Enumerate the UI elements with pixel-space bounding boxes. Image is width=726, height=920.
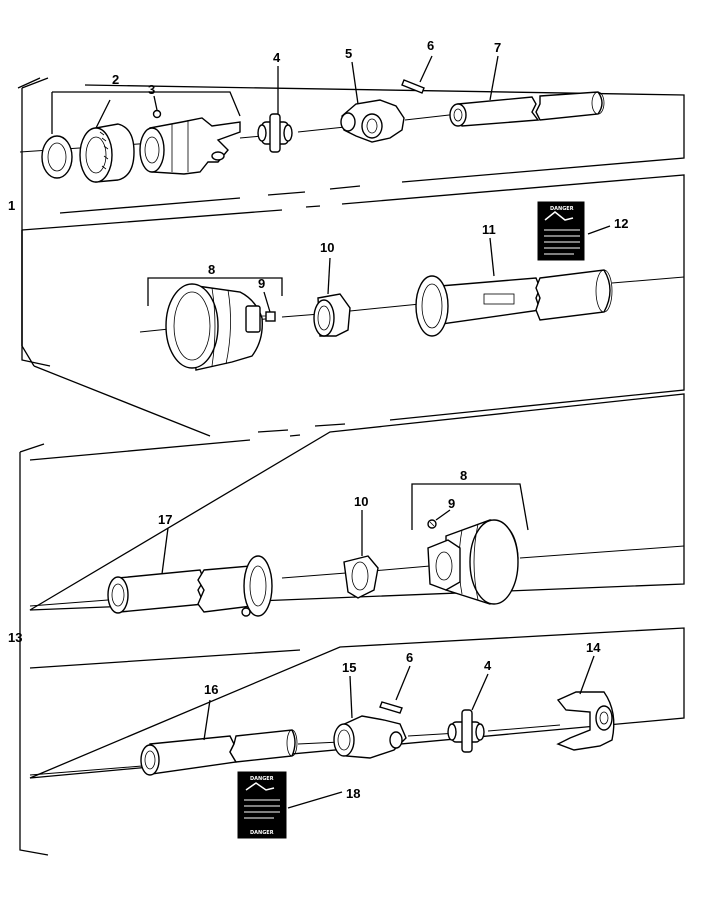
callout-5: 5 xyxy=(345,46,352,61)
callout-10: 10 xyxy=(320,240,334,255)
part-grease-fitting xyxy=(152,109,162,119)
callout-18: 18 xyxy=(346,786,360,801)
callout-labels: 1 2 3 4 5 6 7 8 9 10 11 12 13 17 10 8 9 … xyxy=(8,38,628,801)
part-shield-cone-lower xyxy=(427,519,519,605)
callout-15: 15 xyxy=(342,660,356,675)
decal-footer-lower: DANGER xyxy=(250,830,274,836)
part-inner-yoke-lower xyxy=(333,715,407,759)
callout-11: 11 xyxy=(482,222,496,237)
callout-6: 6 xyxy=(427,38,434,53)
part-end-yoke xyxy=(556,691,615,751)
part-bearing-ring-lower xyxy=(343,555,379,599)
part-cross-bearing-top xyxy=(257,113,293,153)
danger-decal-lower: DANGER DANGER xyxy=(237,771,287,839)
callout-3: 3 xyxy=(148,82,155,97)
part-cross-bearing-lower xyxy=(447,709,485,753)
callout-17: 17 xyxy=(158,512,172,527)
part-roll-pin-lower xyxy=(379,701,403,714)
decal-header: DANGER xyxy=(550,206,574,212)
callout-4: 4 xyxy=(273,50,281,65)
callout-9: 9 xyxy=(258,276,265,291)
part-seal-ring xyxy=(41,135,73,179)
callout-2: 2 xyxy=(112,72,119,87)
callout-1: 1 xyxy=(8,198,15,213)
panel-outlines xyxy=(17,77,685,856)
part-inner-tube-lower xyxy=(140,729,298,776)
callout-12: 12 xyxy=(614,216,628,231)
part-bearing-collar xyxy=(79,123,135,183)
part-bearing-ring-top xyxy=(313,293,351,337)
callout-14: 14 xyxy=(586,640,601,655)
callout-9-lower: 9 xyxy=(448,496,455,511)
part-outer-tube-shield xyxy=(415,269,613,337)
part-shield-cone-top xyxy=(165,283,263,371)
callout-4-lower: 4 xyxy=(484,658,492,673)
decal-header-lower: DANGER xyxy=(250,776,274,782)
callout-16: 16 xyxy=(204,682,218,697)
callout-13: 13 xyxy=(8,630,22,645)
part-collar-yoke xyxy=(139,117,241,175)
danger-decal-top: DANGER xyxy=(537,201,585,261)
callout-8: 8 xyxy=(208,262,215,277)
part-screw-top xyxy=(262,311,276,322)
part-inner-yoke-top xyxy=(340,99,405,143)
callout-8-lower: 8 xyxy=(460,468,467,483)
part-inner-tube xyxy=(449,91,605,127)
part-outer-tube-lower xyxy=(107,555,273,617)
callout-7: 7 xyxy=(494,40,501,55)
part-roll-pin-top xyxy=(401,79,425,94)
callout-6-lower: 6 xyxy=(406,650,413,665)
leader-lines xyxy=(51,55,611,809)
part-screw-lower xyxy=(427,519,437,529)
callout-10-lower: 10 xyxy=(354,494,368,509)
